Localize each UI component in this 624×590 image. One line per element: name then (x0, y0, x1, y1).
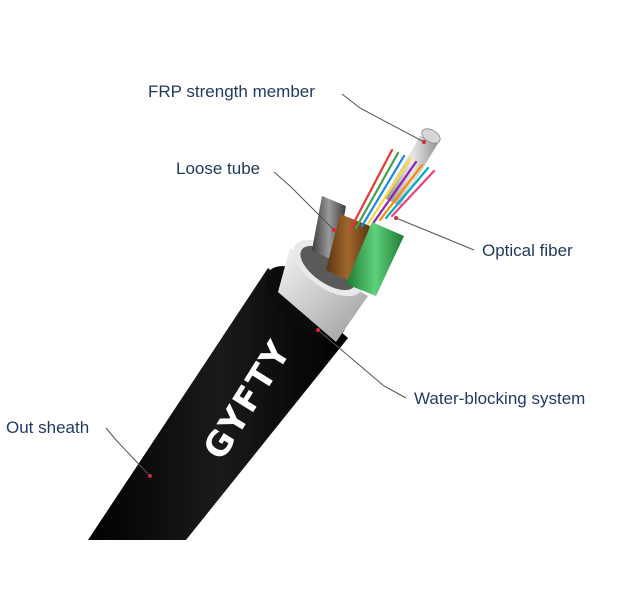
optical-fiber-strand (354, 151, 400, 230)
dot-optical-fiber (394, 216, 398, 220)
loose-tubes (312, 196, 404, 296)
label-loose-tube: Loose tube (176, 159, 260, 178)
label-water-blocking-system: Water-blocking system (414, 389, 585, 408)
label-optical-fiber: Optical fiber (482, 241, 573, 260)
optical-fiber-strand (348, 148, 394, 232)
label-frp-strength-member: FRP strength member (148, 82, 315, 101)
leader-frp (341, 93, 425, 143)
dot-water-blocking (316, 328, 320, 332)
leader-loose-tube (273, 171, 335, 231)
label-out-sheath: Out sheath (6, 418, 89, 437)
dot-frp (422, 140, 426, 144)
optical-fiber-strand (360, 154, 406, 228)
leader-optical-fiber (395, 217, 475, 251)
optical-fibers (348, 148, 436, 232)
leader-out-sheath (105, 427, 151, 477)
leader-lines (105, 93, 475, 477)
optical-fiber-strand (378, 163, 424, 222)
leader-water-blocking (317, 329, 407, 399)
optical-fiber-strand (384, 166, 430, 220)
leader-dots (148, 140, 426, 478)
optical-fiber-strand (366, 157, 412, 226)
optical-fiber-strand (372, 160, 418, 224)
optical-fiber-strand (390, 169, 436, 218)
dot-loose-tube (332, 228, 336, 232)
dot-out-sheath (148, 474, 152, 478)
